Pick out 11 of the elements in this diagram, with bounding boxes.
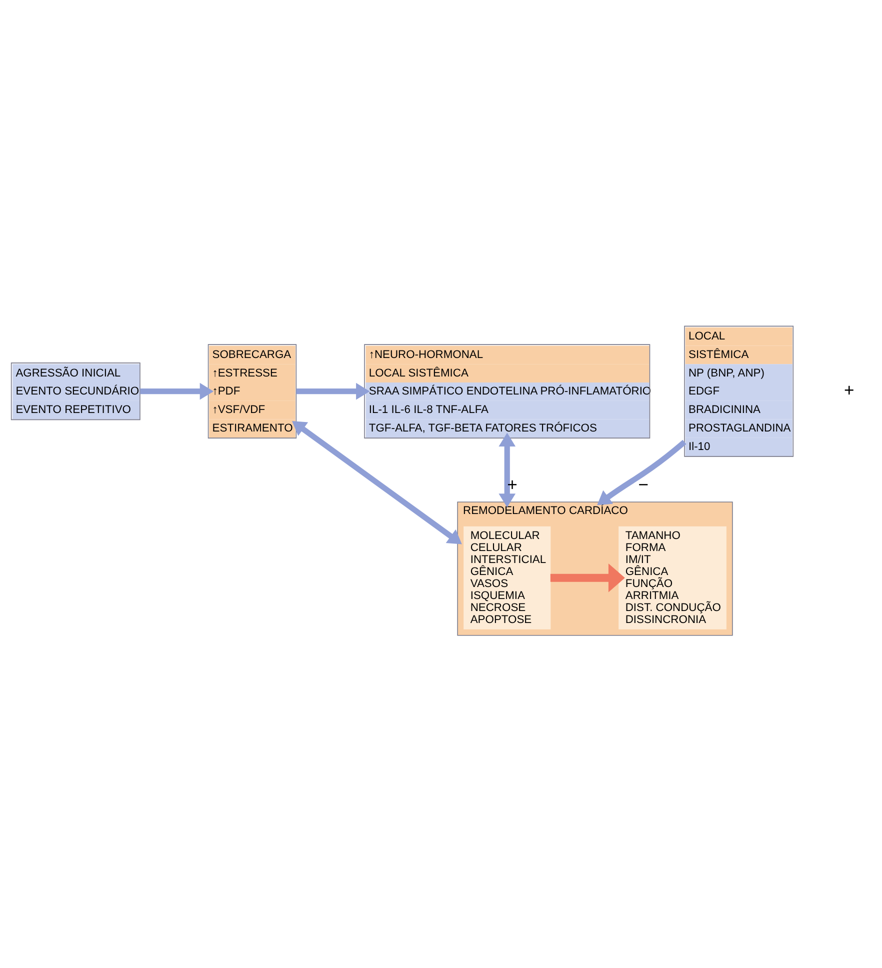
node-box: TAMANHO FORMA IM/IT GÊNICA FUNÇÃO ARRITMIA DIST. CONDUÇÃO DISSINCRONIA <box>618 526 726 630</box>
label: + <box>844 380 854 400</box>
edge-label: + <box>507 474 518 494</box>
edge-label: − <box>638 474 648 494</box>
arrow <box>550 563 625 592</box>
arrow <box>292 420 462 544</box>
node-box: MOLECULAR CELULAR INTERSTICIAL GÊNICA VASOS ISQUEMIA NECROSE APOPTOSE <box>464 526 551 630</box>
arrow <box>296 382 370 400</box>
arrow <box>498 432 516 508</box>
arrow <box>597 440 686 506</box>
arrow <box>140 382 214 400</box>
